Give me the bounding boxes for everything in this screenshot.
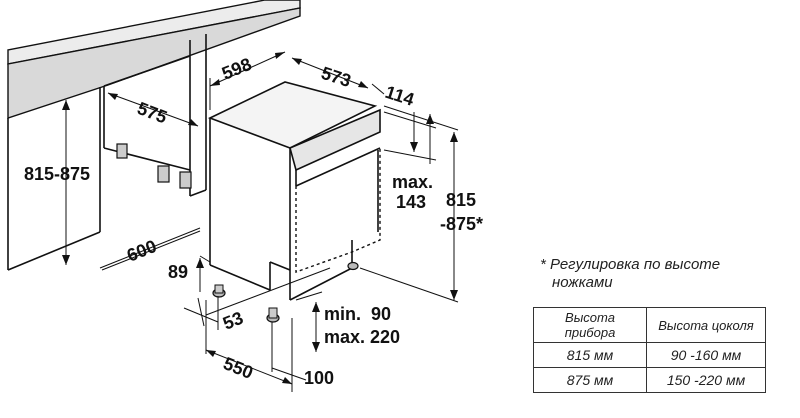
table-cell: 150 -220 мм	[646, 367, 766, 393]
cabinet-feet	[116, 143, 192, 189]
dim-panel-max-label: max.	[392, 172, 433, 192]
dim-plinth-max: max. 220	[324, 327, 400, 347]
dim-base-depth: 550	[221, 353, 256, 383]
height-table: Высота прибора Высота цоколя 815 мм 90 -…	[533, 307, 766, 393]
dishwasher-feet	[212, 261, 359, 323]
dim-panel-max-value: 143	[396, 192, 426, 212]
table-header: Высота прибора	[533, 307, 647, 343]
dishwasher-body	[207, 81, 381, 301]
note-line-1: * Регулировка по высоте	[540, 256, 721, 273]
note-line-2: ножками	[552, 274, 613, 291]
countertop	[7, 0, 301, 119]
dim-plinth-height: 89	[168, 262, 188, 282]
dim-plinth-min: min. 90	[324, 304, 391, 324]
table-header: Высота цоколя	[646, 307, 766, 343]
table-cell: 875 мм	[533, 367, 647, 393]
dim-counter-height: 815-875	[24, 164, 90, 184]
dim-cabinet-depth: 575	[135, 98, 170, 127]
table-header-row: Высота прибора Высота цоколя	[533, 307, 766, 343]
table-row: 815 мм 90 -160 мм	[533, 342, 766, 368]
dim-floor-depth: 600	[124, 236, 159, 266]
dim-door-offset: 114	[383, 82, 417, 110]
floor-lines	[99, 227, 331, 316]
table-cell: 815 мм	[533, 342, 647, 368]
neighbour-cabinet	[7, 34, 207, 271]
table-cell: 90 -160 мм	[646, 342, 766, 368]
dim-height-bottom: -875*	[440, 214, 483, 234]
dim-appliance-depth: 573	[319, 63, 354, 91]
dim-height-top: 815	[446, 190, 476, 210]
dim-appliance-width: 598	[219, 54, 254, 84]
dim-foot-offset: 53	[220, 308, 246, 334]
table-row: 875 мм 150 -220 мм	[533, 367, 766, 393]
dim-front-offset: 100	[304, 368, 334, 388]
dimension-lines	[62, 51, 459, 392]
height-adjust-note: * Регулировка по высоте ножками	[540, 256, 790, 292]
